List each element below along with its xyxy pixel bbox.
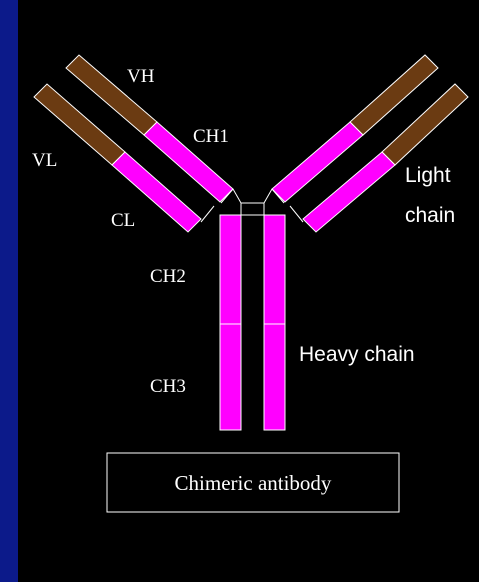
stem-left-ch2-segment: [220, 215, 241, 324]
heavy-chain-label: Heavy chain: [299, 343, 415, 366]
right-light-heavy-link: [290, 206, 303, 222]
vl-label: VL: [32, 150, 57, 171]
stem-left-ch3-segment: [220, 324, 241, 430]
stem-right-ch2-segment: [264, 215, 285, 324]
caption-text: Chimeric antibody: [175, 471, 332, 495]
ch2-label: CH2: [150, 266, 186, 287]
vh-label: VH: [127, 66, 155, 87]
ch3-label: CH3: [150, 376, 186, 397]
hinge-right-edge: [264, 189, 272, 215]
light-chain-label-line2: chain: [405, 204, 455, 227]
ch1-label: CH1: [193, 126, 229, 147]
left-light-heavy-link: [201, 206, 214, 222]
hinge-left-edge: [233, 189, 241, 215]
light-chain-label-line1: Light: [405, 164, 451, 187]
cl-label: CL: [111, 210, 135, 231]
stem-right-ch3-segment: [264, 324, 285, 430]
